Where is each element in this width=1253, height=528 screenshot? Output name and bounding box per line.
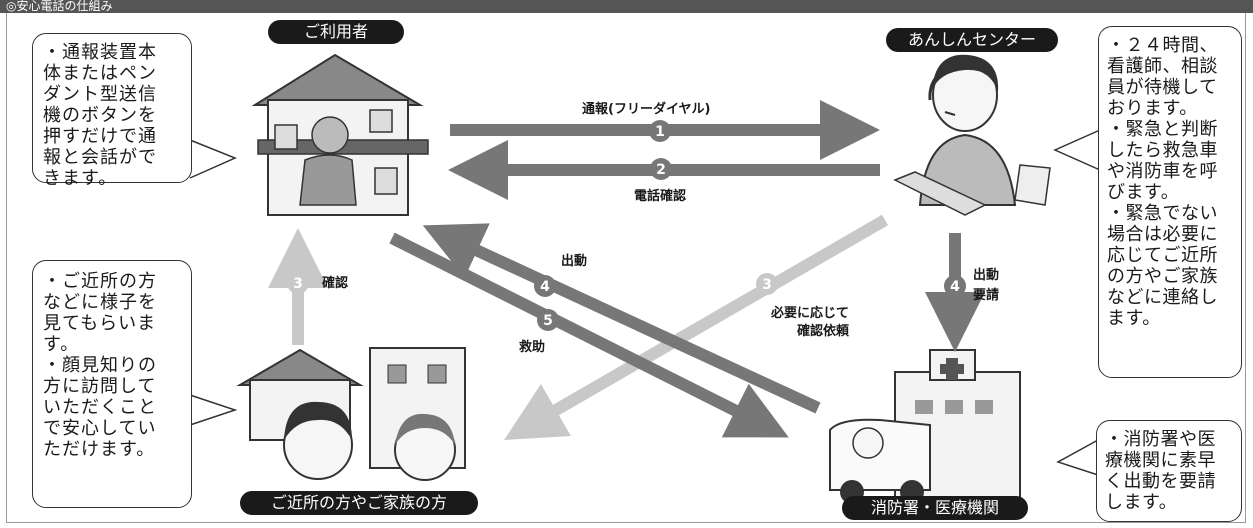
step-3-request-badge: 3 (756, 273, 778, 295)
note-line: したら救急車 (1107, 140, 1218, 161)
note-line: いただくこと (43, 397, 157, 418)
note-neighbors: ・ご近所の方 などに様子を 見てもらいま す。 ・顔見知りの 方に訪問して いた… (32, 260, 192, 508)
page-title: ◎安心電話の仕組み (0, 0, 1253, 13)
note-line: 場合は必要に (1107, 224, 1218, 245)
note-line: ・通報装置本 (43, 42, 157, 63)
note-line: ます。 (1107, 308, 1161, 329)
svg-text:3: 3 (293, 276, 303, 292)
arrow-rescue (389, 232, 789, 438)
note-emergency: ・消防署や医 療機関に素早 く出動を要請 します。 (1096, 420, 1242, 522)
user-house-illustration (251, 53, 429, 216)
note-line: で安心してい (43, 418, 157, 439)
svg-text:4: 4 (540, 279, 550, 295)
note-neighbors-tail (189, 394, 238, 426)
arrow-request-confirm (504, 214, 889, 441)
note-user: ・通報装置本 体またはペン ダント型送信 機のボタンを 押すだけで通 報と会話が… (32, 33, 192, 189)
note-line: などに連絡し (1107, 287, 1218, 308)
note-line: ダント型送信 (43, 84, 157, 105)
note-line: 機のボタンを (43, 105, 157, 126)
flow-dispatch-request-label-2: 要請 (973, 288, 1000, 303)
note-line: などに様子を (43, 292, 157, 313)
step-1-badge: 1 (649, 120, 671, 142)
note-line: ・緊急でない (1107, 203, 1218, 224)
note-line: ・２４時間、 (1107, 35, 1218, 56)
svg-text:5: 5 (543, 313, 553, 329)
note-line: 押すだけで通 (43, 126, 157, 147)
note-line: します。 (1105, 492, 1178, 513)
step-3-confirm-badge: 3 (287, 272, 309, 294)
neighbors-illustration (236, 347, 466, 481)
step-4-request-badge: 4 (944, 275, 966, 297)
note-line: 療機関に素早 (1105, 450, 1216, 471)
svg-text:3: 3 (762, 277, 772, 293)
node-user-label: ご利用者 (268, 20, 404, 44)
node-emergency-label: 消防署・医療機関 (842, 496, 1028, 520)
step-5-badge: 5 (537, 309, 559, 331)
note-line: おります。 (1107, 98, 1198, 119)
step-4-dispatch-badge: 4 (534, 275, 556, 297)
note-line: 応じてご近所 (1107, 245, 1218, 266)
note-line: びます。 (1107, 182, 1180, 203)
note-center-tail (1053, 129, 1101, 171)
note-line: ・緊急と判断 (1107, 119, 1218, 140)
emergency-illustration (829, 349, 1021, 508)
note-emergency-tail (1056, 439, 1099, 476)
note-line: ただけます。 (43, 439, 156, 460)
flow-rescue-label: 救助 (519, 340, 546, 355)
note-line: ・顔見知りの (43, 355, 157, 376)
svg-text:2: 2 (656, 162, 666, 178)
step-2-badge: 2 (650, 158, 672, 180)
flow-request-confirm-label-1: 必要に応じて (771, 306, 850, 321)
note-line: 員が待機して (1107, 77, 1218, 98)
note-line: ・ご近所の方 (43, 271, 157, 292)
flow-confirm-label: 確認 (322, 276, 349, 291)
note-line: 看護師、相談 (1107, 56, 1218, 77)
node-neighbors-label: ご近所の方やご家族の方 (240, 491, 478, 515)
note-line: 体またはペン (43, 63, 157, 84)
arrow-dispatch (422, 223, 821, 414)
note-line: 方に訪問して (43, 376, 157, 397)
diagram-frame (6, 13, 1246, 523)
flow-request-confirm-label-2: 確認依頼 (797, 324, 850, 339)
note-line: く出動を要請 (1105, 471, 1216, 492)
flow-dispatch-request-label-1: 出動 (973, 268, 1000, 283)
svg-text:4: 4 (950, 279, 960, 295)
note-line: の方やご家族 (1107, 266, 1218, 287)
note-line: きます。 (43, 168, 118, 189)
svg-text:1: 1 (655, 124, 665, 140)
note-center: ・２４時間、 看護師、相談 員が待機して おります。 ・緊急と判断 したら救急車… (1098, 26, 1242, 378)
flow-phone-confirm-label: 電話確認 (634, 189, 687, 204)
note-user-tail (189, 139, 237, 179)
note-line: 報と会話がで (43, 147, 157, 168)
note-line: ・消防署や医 (1105, 429, 1216, 450)
operator-illustration (893, 54, 1051, 216)
node-center-label: あんしんセンター (886, 28, 1058, 52)
note-line: や消防車を呼 (1107, 161, 1218, 182)
note-line: 見てもらいま (43, 313, 157, 334)
note-line: す。 (43, 334, 80, 355)
flow-dispatch-label: 出動 (561, 254, 588, 269)
flow-call-label: 通報(フリーダイヤル) (582, 102, 711, 117)
